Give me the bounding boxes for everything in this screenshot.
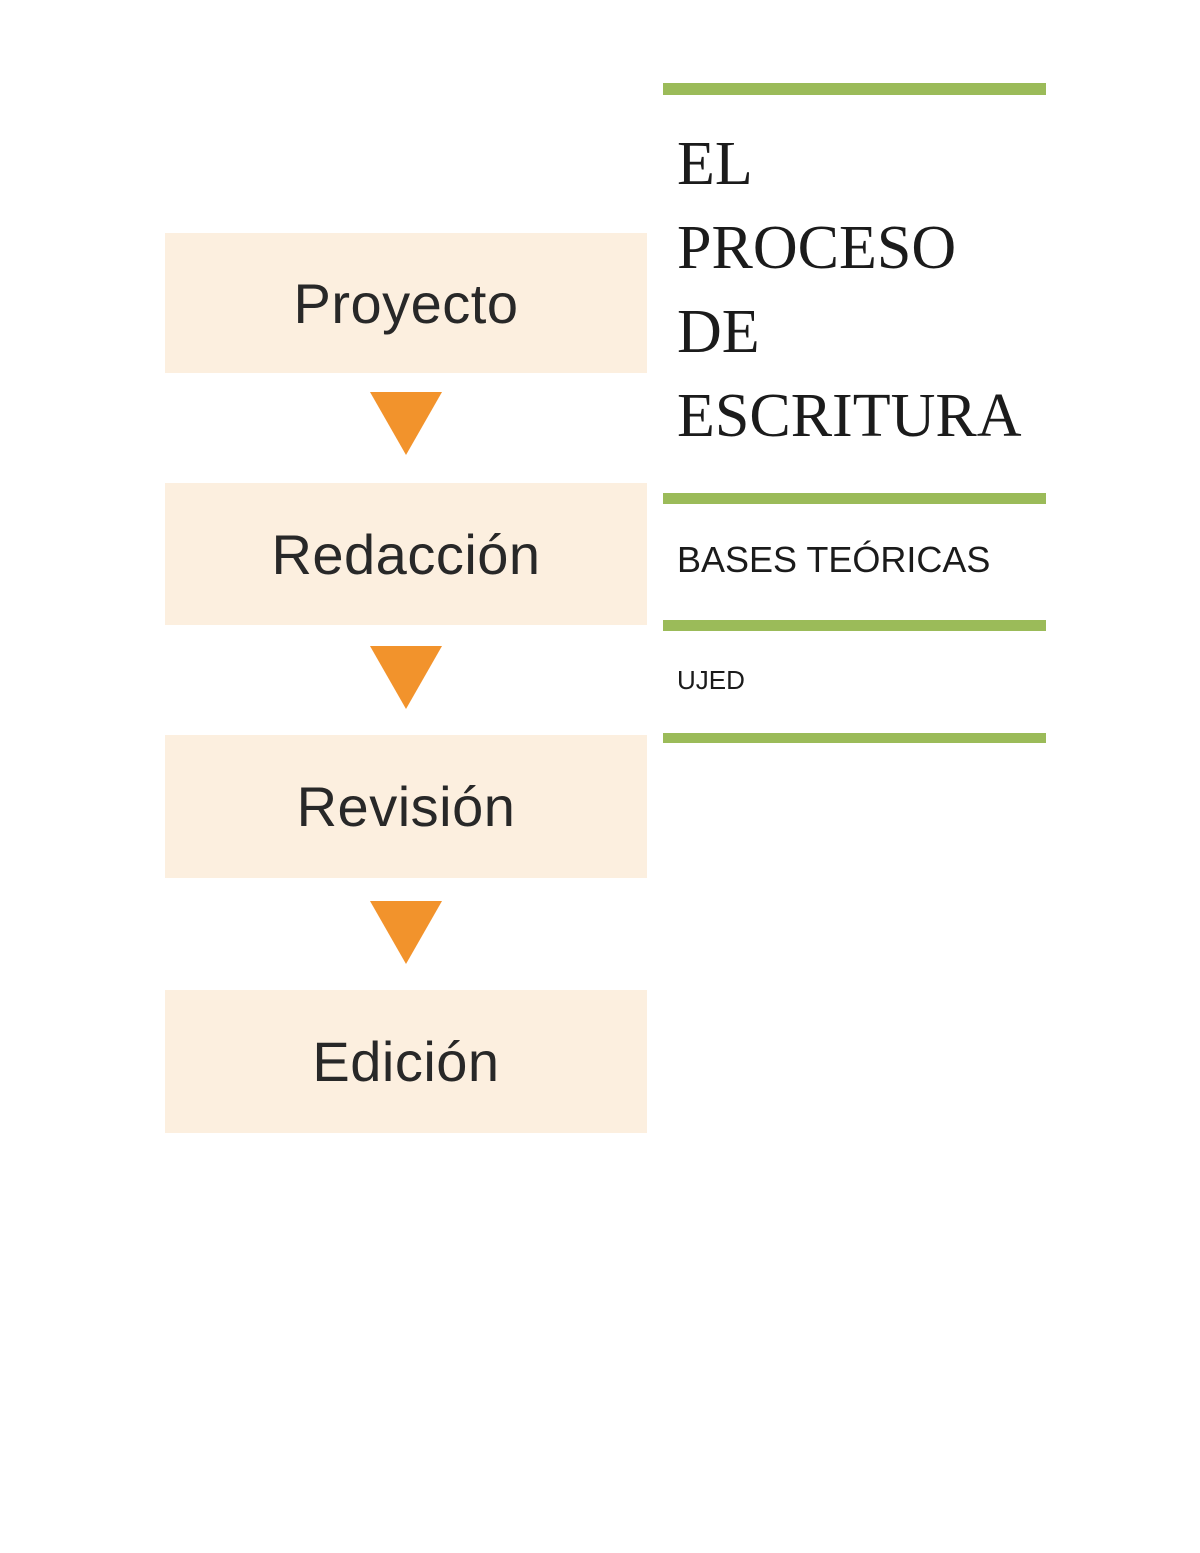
down-arrow-icon	[370, 646, 442, 709]
down-arrow-icon	[370, 901, 442, 964]
flowchart-step-label: Revisión	[296, 775, 516, 838]
flowchart-step-proyecto: Proyecto	[165, 233, 647, 373]
flowchart-step-edicion: Edición	[165, 990, 647, 1133]
horizontal-rule	[663, 620, 1046, 631]
horizontal-rule	[663, 493, 1046, 504]
document-title-line: EL	[677, 130, 753, 198]
flowchart-step-label: Proyecto	[293, 271, 519, 335]
organization-name: UJED	[677, 665, 745, 695]
horizontal-rule	[663, 733, 1046, 743]
flowchart-step-label: Edición	[312, 1030, 500, 1093]
horizontal-rule	[663, 83, 1046, 95]
document-subtitle: BASES TEÓRICAS	[677, 539, 991, 580]
document-title-line: PROCESO	[677, 214, 957, 282]
down-arrow-icon	[370, 392, 442, 455]
document-title-line: ESCRITURA	[677, 382, 1022, 450]
flowchart-step-revision: Revisión	[165, 735, 647, 878]
document-title: EL PROCESO DE ESCRITURA	[677, 122, 1060, 458]
flowchart-step-label: Redacción	[271, 522, 541, 586]
flowchart-step-redaccion: Redacción	[165, 483, 647, 625]
document-title-line: DE	[677, 298, 760, 366]
